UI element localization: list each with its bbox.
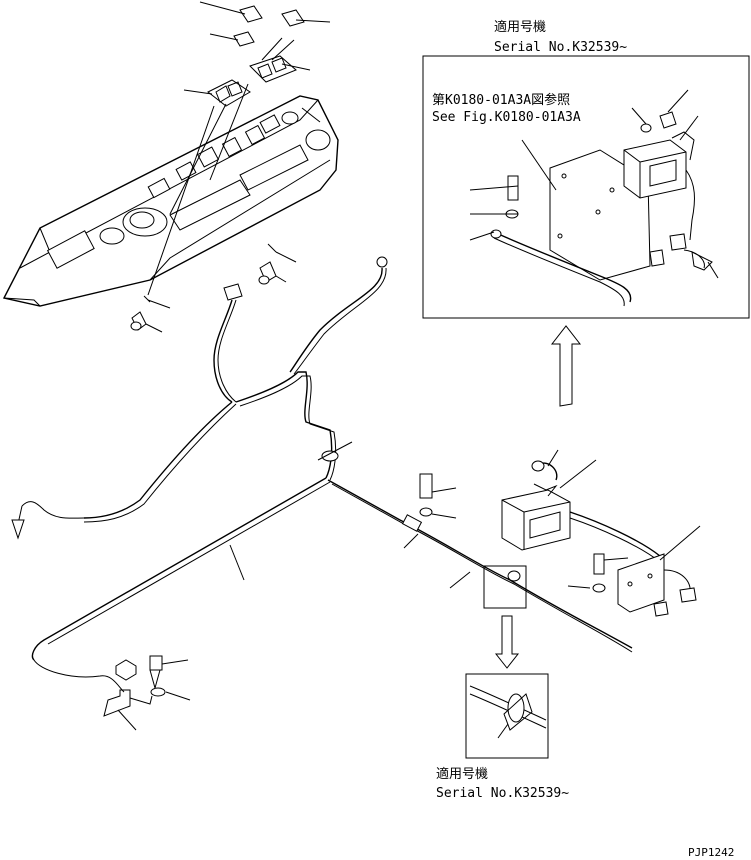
- top-serial-line2: Serial No.K32539~: [494, 40, 627, 55]
- bottom-serial-line1: 適用号機: [436, 766, 488, 782]
- up-arrow-icon: [550, 325, 582, 407]
- clamp-highlight: [465, 565, 549, 759]
- down-arrow-icon: [494, 615, 520, 669]
- bottom-serial-line2: Serial No.K32539~: [436, 786, 569, 801]
- instrument-console: [2, 95, 339, 307]
- reference-note-line2: See Fig.K0180-01A3A: [432, 110, 581, 125]
- lower-left-bracket: [103, 655, 191, 731]
- bulb-parts: [130, 243, 297, 333]
- wiring-harness: [11, 256, 633, 693]
- reference-note-line1: 第K0180-01A3A図参照: [432, 92, 570, 108]
- switch-parts: [147, 1, 331, 296]
- relay-assembly: [403, 449, 701, 617]
- inset-detail-box: [422, 55, 750, 319]
- drawing-code: PJP1242: [688, 846, 734, 859]
- top-serial-line1: 適用号機: [494, 19, 546, 35]
